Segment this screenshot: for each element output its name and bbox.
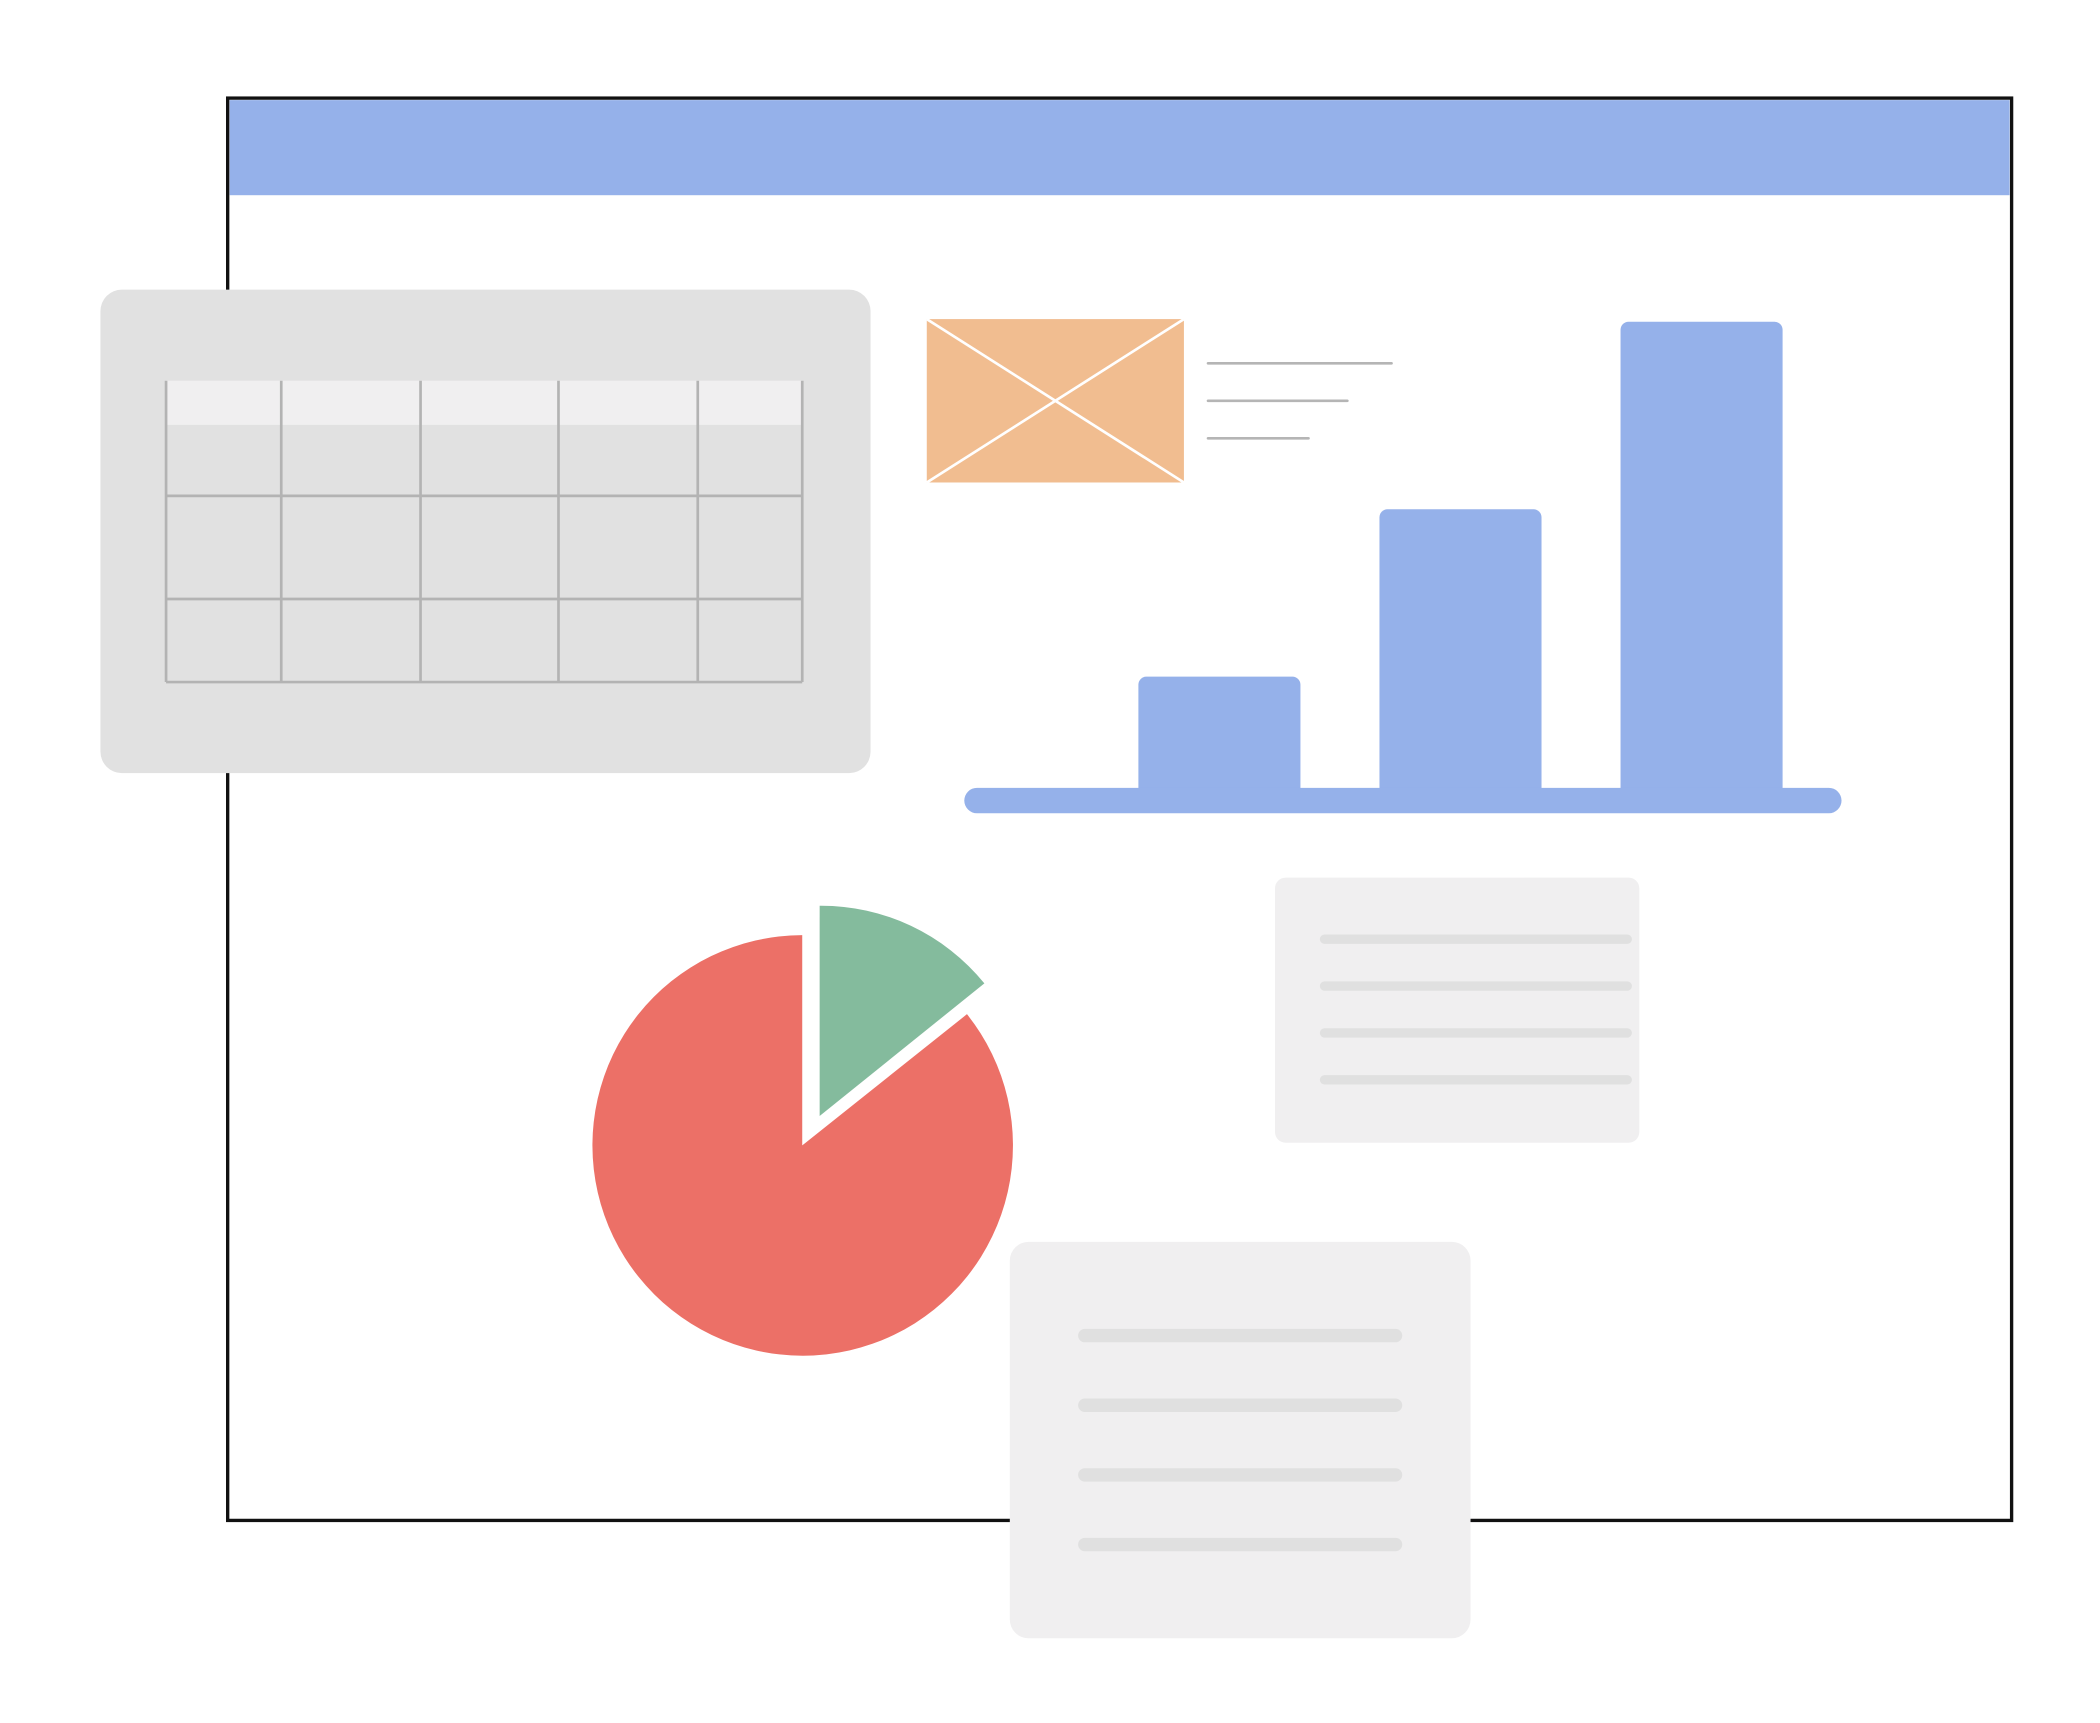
pie-slice-main: [592, 935, 1013, 1356]
table-card: [100, 289, 871, 774]
window-header-bar: [229, 100, 2010, 196]
pie-slice-exploded: [819, 905, 985, 1116]
table-card-background: [100, 289, 871, 774]
pie-chart: [592, 905, 1013, 1356]
table-header-row: [166, 380, 803, 425]
bar-3: [1620, 321, 1783, 800]
bar-2: [1379, 509, 1542, 800]
bar-chart-baseline: [964, 787, 1842, 814]
info-card-bottom: [1009, 1241, 1471, 1639]
bar-chart: [964, 321, 1842, 814]
info-card-right: [1275, 877, 1640, 1143]
bar-1: [1138, 676, 1301, 800]
text-lines: [1206, 361, 1393, 440]
table-grid: [164, 380, 804, 684]
image-placeholder-icon: [926, 317, 1185, 484]
